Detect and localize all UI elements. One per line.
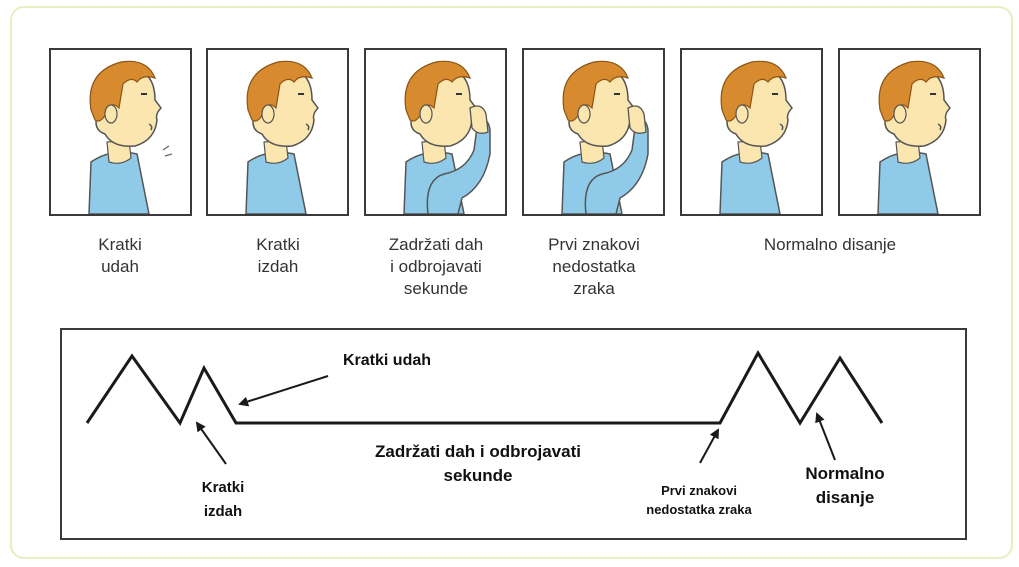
ear [893,104,907,124]
caption-kratki-udah: Kratki udah [98,235,142,276]
arrow-kratki-izdah [195,421,227,465]
label-kratki-udah: Kratki udah [343,352,432,369]
caption-normalno-disanje: Normalno disanje [763,235,897,254]
label-kratki-izdah: Kratki izdah [201,479,245,520]
hand [469,105,489,134]
caption-zadrzati-dah: Zadržati dah i odbrojavati sekunde [388,235,484,298]
panel-hold-breath [364,48,507,216]
breathing-graph-box [60,328,967,540]
hand [627,105,647,134]
caption-kratki-izdah: Kratki izdah [256,235,300,276]
ear [735,104,749,124]
panel-first-signs [522,48,665,216]
mouth [305,123,310,131]
arrow-normalno [815,412,836,461]
arrow-prvi-znakovi [699,428,719,464]
label-normalno-disanje: Normalno disanje [805,464,885,507]
label-prvi-znakovi: Prvi znakovi nedostatka zraka [646,483,752,517]
panel-normal-1 [680,48,823,216]
breath-mark [162,145,173,157]
mouth [937,123,942,131]
arrow-kratki-udah [238,375,329,407]
caption-prvi-znakovi: Prvi znakovi nedostatka zraka [548,235,640,298]
panel-exhale [206,48,349,216]
breathing-curve [85,349,884,427]
label-zadrzati-dah: Zadržati dah i odbrojavati sekunde [375,442,581,485]
ear [261,104,275,124]
ear [419,104,433,124]
mouth [779,123,784,131]
panel-normal-2 [838,48,981,216]
panel-inhale [49,48,192,216]
breathing-graph [85,349,884,465]
mouth [148,123,153,131]
ear [104,104,118,124]
ear [577,104,591,124]
